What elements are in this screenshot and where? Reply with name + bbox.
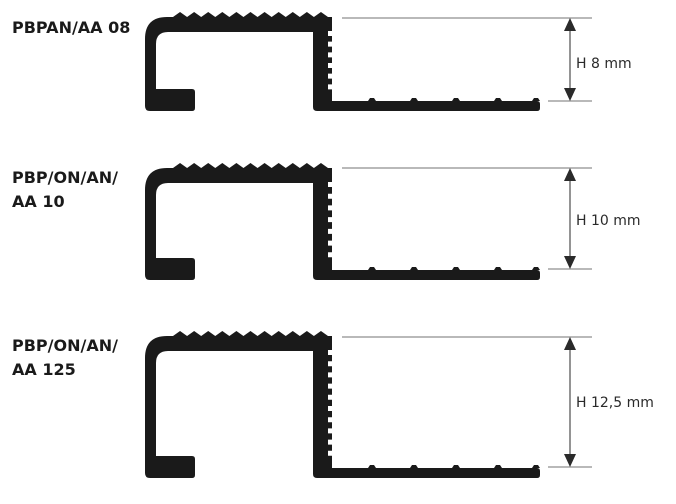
profile-name-line: PBP/ON/AN/ <box>12 336 118 355</box>
height-label: H 12,5 mm <box>576 395 654 411</box>
arrow-up-icon <box>564 168 576 181</box>
profile-cross-section <box>145 331 540 478</box>
profile-name-line: PBP/ON/AN/ <box>12 168 118 187</box>
height-label: H 8 mm <box>576 56 632 72</box>
arrow-down-icon <box>564 454 576 467</box>
profile-group-3: PBP/ON/AN/ AA 125 H 12,5 mm <box>12 331 654 478</box>
height-label: H 10 mm <box>576 213 641 229</box>
profile-cross-section <box>145 12 540 111</box>
arrow-up-icon <box>564 18 576 31</box>
arrow-down-icon <box>564 88 576 101</box>
profile-name-line: AA 125 <box>12 360 76 379</box>
profile-name-line: AA 10 <box>12 192 65 211</box>
arrow-up-icon <box>564 337 576 350</box>
profile-group-1: PBPAN/AA 08 H 8 mm <box>12 12 632 111</box>
arrow-down-icon <box>564 256 576 269</box>
profile-name-line: PBPAN/AA 08 <box>12 18 130 37</box>
profile-group-2: PBP/ON/AN/ AA 10 H 10 mm <box>12 163 641 280</box>
profile-cross-section <box>145 163 540 280</box>
